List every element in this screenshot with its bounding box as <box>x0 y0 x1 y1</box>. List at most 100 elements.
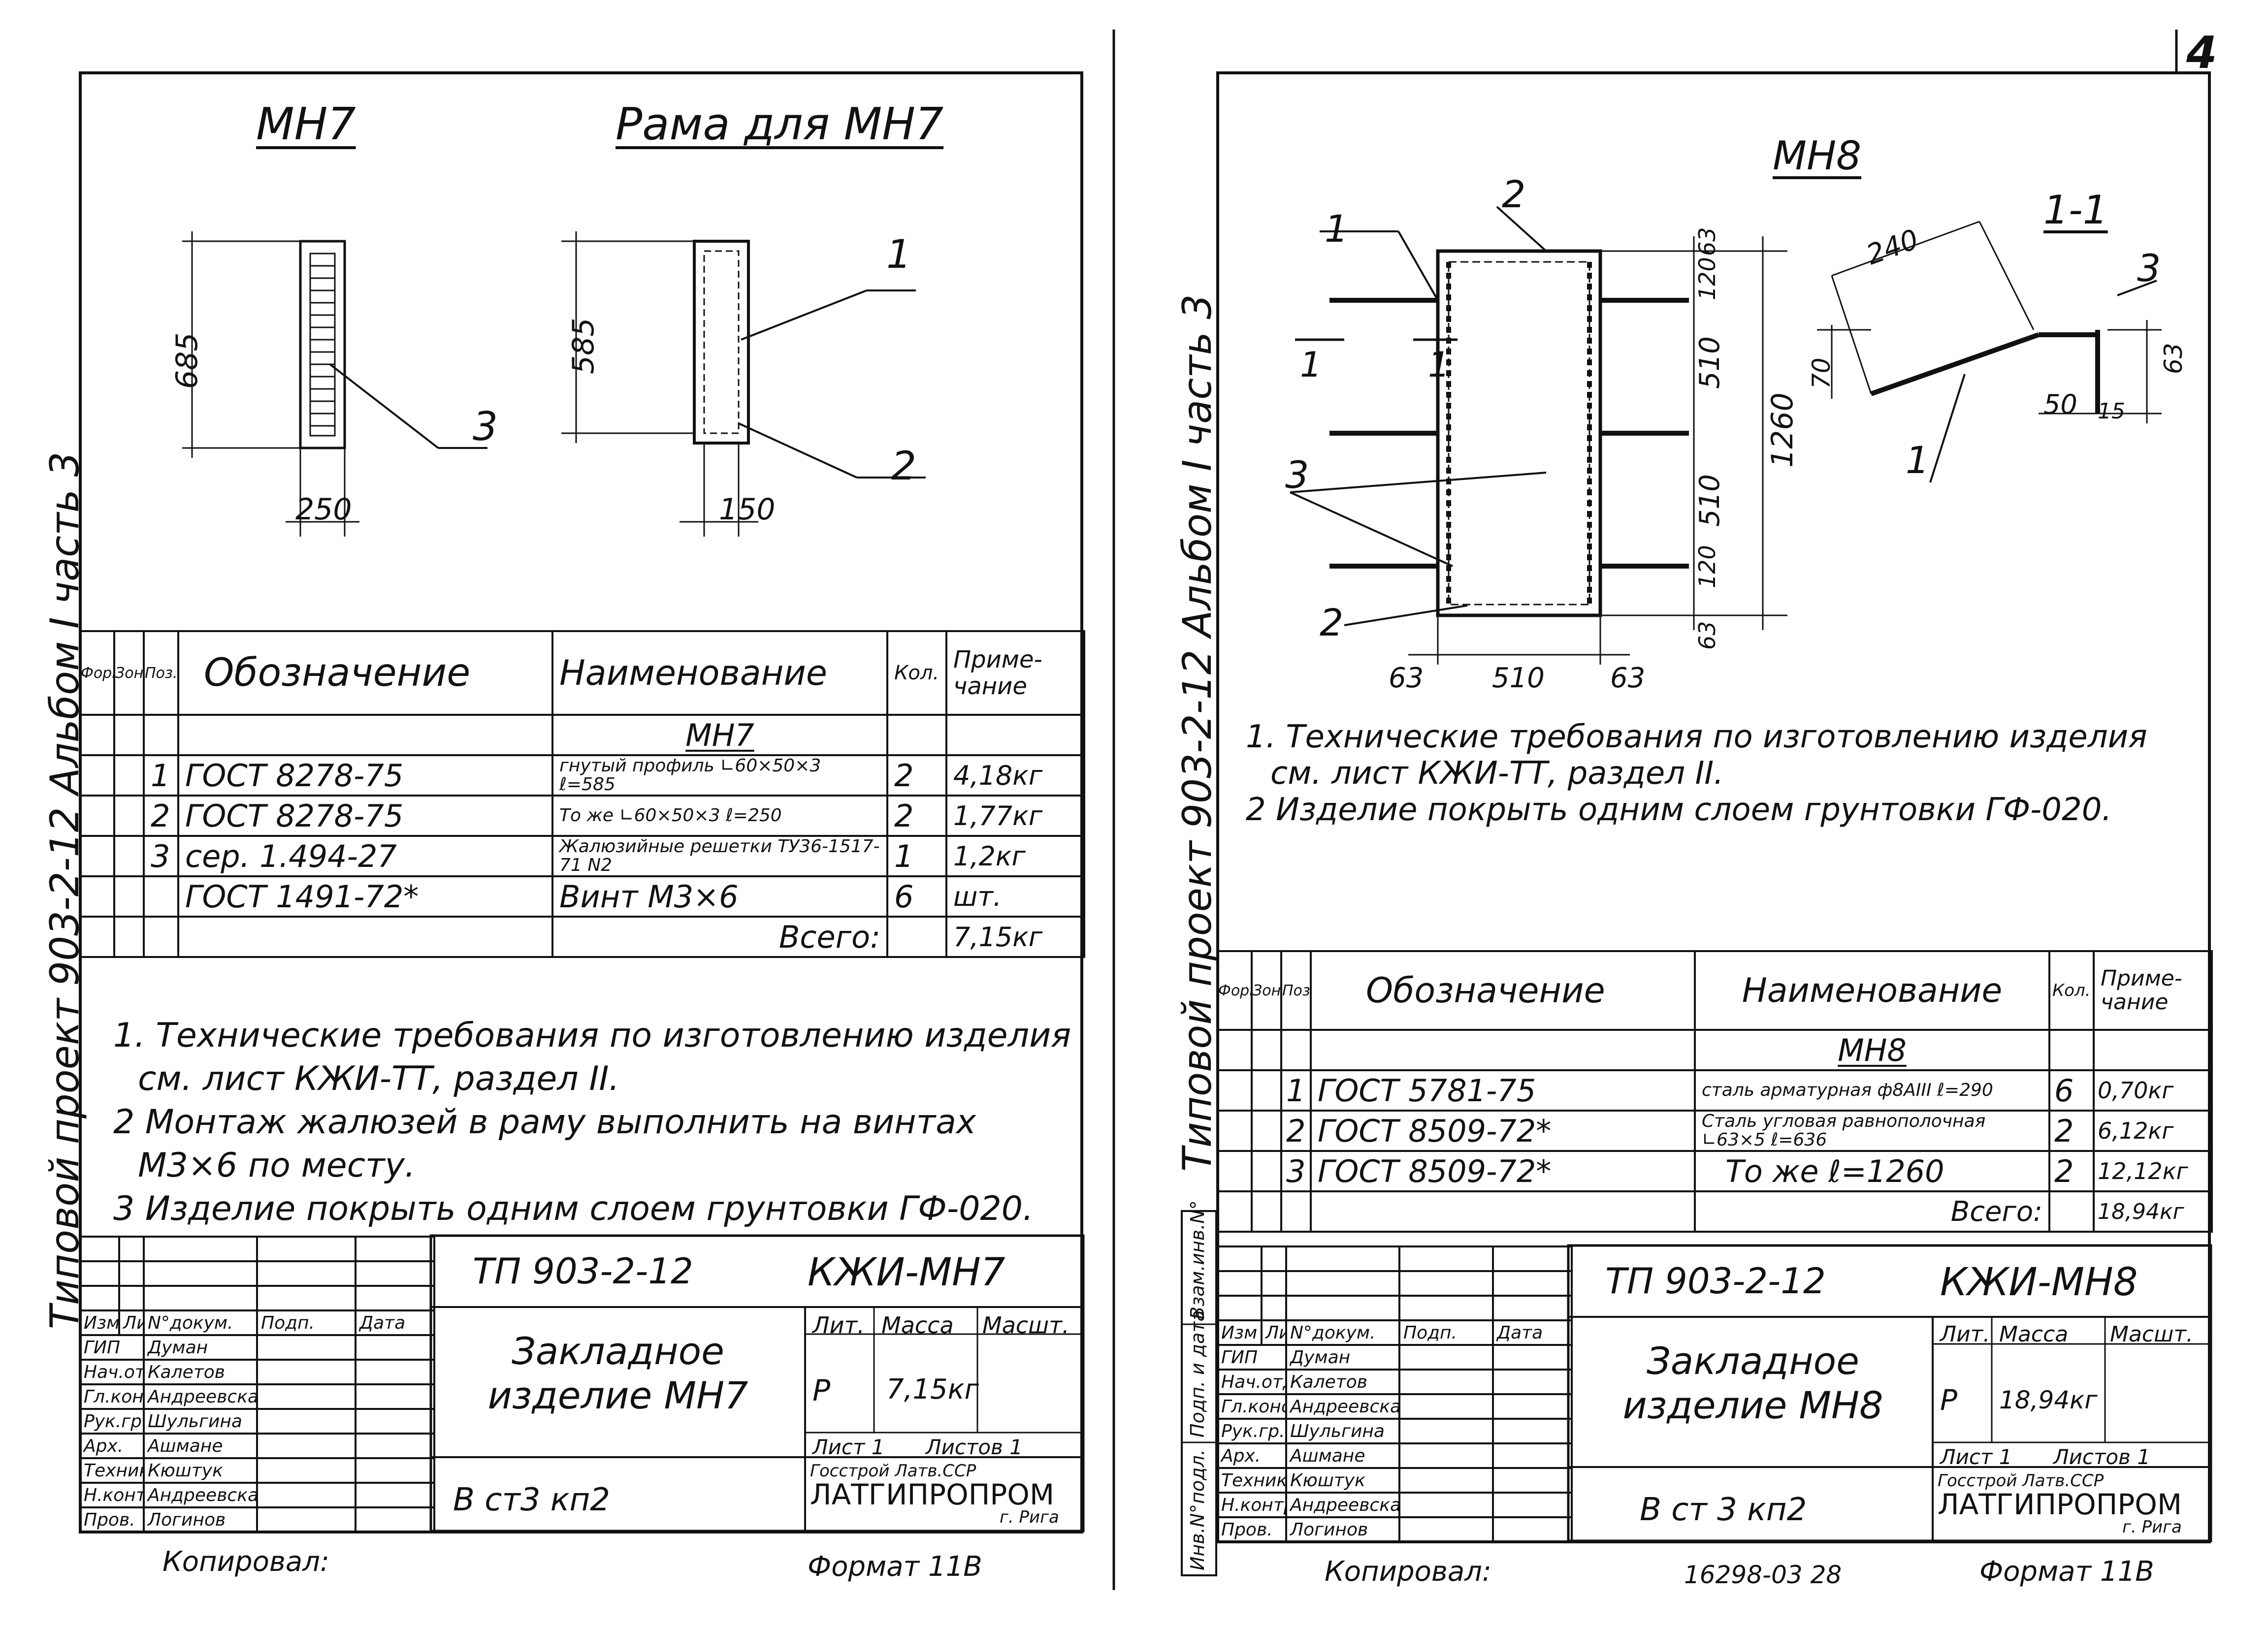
people-row: Н.контр.Андреевская <box>1216 1492 1573 1518</box>
row-note: 0,70кг <box>2093 1069 2213 1112</box>
section-callout-3: 3 <box>2137 246 2161 290</box>
mn8-callout-1: 1 <box>1325 207 1349 251</box>
right-city: г. Рига <box>2122 1517 2182 1537</box>
row-name: Жалюзийные решетки ТУ36-1517-71 N2 <box>551 835 888 877</box>
table-row-total: Всего: 18,94кг <box>1216 1190 2213 1233</box>
table-row: 3 ГОСТ 8509-72* То же ℓ=1260 2 12,12кг <box>1216 1150 2213 1192</box>
row-pos: 1 <box>143 754 179 797</box>
left-project-code: ТП 903-2-12 <box>473 1250 693 1292</box>
header-designation: Обозначение <box>177 630 553 716</box>
right-item-name: Закладное изделие МН8 <box>1622 1339 1883 1427</box>
people-row: Нач.отд.Калетов <box>79 1359 435 1385</box>
left-sheets-total: Листов 1 <box>926 1435 1023 1459</box>
mn7-title: МН7 <box>256 98 356 150</box>
right-spec-table: Формат Зона Поз. Обозначение Наименовани… <box>1216 950 2213 1233</box>
section-label: МН7 <box>551 714 888 756</box>
people-row: Пров.Логинов <box>1216 1516 1573 1543</box>
mn8-callout-3: 3 <box>1285 453 1309 497</box>
right-sheet-num: Лист 1 <box>1940 1445 2012 1469</box>
row-note: 12,12кг <box>2093 1150 2213 1192</box>
people-row: Пров.Логинов <box>79 1506 435 1533</box>
right-org2: ЛАТГИПРОПРОМ <box>1938 1488 2182 1521</box>
page-marker: 4 <box>2186 27 2217 79</box>
side-label-sign: Подп. и дата <box>1187 1310 1208 1437</box>
header-name: Наименование <box>1694 950 2050 1031</box>
people-row: Гл.конст.Андреевская <box>79 1383 435 1410</box>
table-row: 2 ГОСТ 8509-72* Сталь угловая равнополоч… <box>1216 1110 2213 1152</box>
header-zone: Зона <box>113 630 145 716</box>
left-sheet-num: Лист 1 <box>812 1435 885 1459</box>
table-row: 1 ГОСТ 5781-75 сталь арматурная ф8АIII ℓ… <box>1216 1069 2213 1112</box>
header-qty: Кол. <box>2048 950 2095 1031</box>
col-header: Лист <box>118 1309 145 1336</box>
row-qty: 2 <box>886 754 947 797</box>
row-qty: 2 <box>2048 1110 2095 1152</box>
frame-title: Рама для МН7 <box>616 98 944 150</box>
left-org2: ЛАТГИПРОПРОМ <box>810 1478 1055 1511</box>
row-designation: ГОСТ 1491-72* <box>177 875 553 918</box>
row-qty: 2 <box>2048 1150 2095 1192</box>
table-row-total: Всего: 7,15кг <box>79 916 1085 958</box>
section-dim-15: 15 <box>2098 399 2125 424</box>
table-row: ГОСТ 1491-72* Винт М3×6 6 шт. <box>79 875 1085 918</box>
total-value: 18,94кг <box>2093 1190 2213 1233</box>
row-pos: 1 <box>1280 1069 1312 1112</box>
dim-bottom-left: 63 <box>1389 662 1424 694</box>
right-mass-value: 18,94кг <box>1999 1386 2098 1414</box>
note-line: 3 Изделие покрыть одним слоем грунтовки … <box>113 1189 1034 1228</box>
total-label: Всего: <box>551 916 888 958</box>
row-designation: ГОСТ 8509-72* <box>1310 1150 1696 1192</box>
left-org1: Госстрой Латв.ССР <box>810 1461 976 1481</box>
row-designation: ГОСТ 8509-72* <box>1310 1110 1696 1152</box>
mn7-dim-height: 685 <box>170 332 204 389</box>
header-format: Формат <box>1216 950 1253 1031</box>
header-name: Наименование <box>551 630 888 716</box>
left-title-block-frame <box>429 1234 1085 1532</box>
section-dim-50: 50 <box>2043 389 2077 420</box>
row-pos: 2 <box>143 795 179 837</box>
row-name: То же ℓ=1260 <box>1694 1150 2050 1192</box>
left-lit-value: Р <box>812 1373 831 1408</box>
right-lit: Лит. <box>1940 1322 1990 1347</box>
row-name: гнутый профиль ∟60×50×3 ℓ=585 <box>551 754 888 797</box>
mn8-section-mark-right: 1 <box>1428 345 1450 385</box>
col-header: N°докум. <box>1285 1319 1400 1346</box>
section-callout-1: 1 <box>1906 438 1930 482</box>
right-format: Формат 11В <box>1979 1556 2154 1588</box>
table-row: МН7 <box>79 714 1085 756</box>
note-line: 1. Технические требования по изготовлени… <box>1246 719 2147 755</box>
mn8-section-mark-left: 1 <box>1300 345 1322 385</box>
header-pos: Поз. <box>1280 950 1312 1031</box>
row-name: Сталь угловая равнополочная ∟63×5 ℓ=636 <box>1694 1110 2050 1152</box>
dim-top: 63 <box>1694 227 1720 256</box>
row-qty: 6 <box>2048 1069 2095 1112</box>
table-row: МН8 <box>1216 1029 2213 1071</box>
col-header: Подп. <box>1398 1319 1494 1346</box>
dim-510a: 510 <box>1694 336 1726 389</box>
section-label: МН8 <box>1694 1029 2050 1071</box>
note-line: 2 Изделие покрыть одним слоем грунтовки … <box>1246 792 2112 828</box>
col-header: Изм <box>79 1309 120 1336</box>
section-drawing <box>1817 221 2162 483</box>
row-pos: 3 <box>1280 1150 1312 1192</box>
col-header: Дата <box>1492 1319 1573 1346</box>
dim-120b: 120 <box>1694 545 1720 588</box>
right-material: В ст 3 кп2 <box>1640 1492 1807 1528</box>
table-row: 2 ГОСТ 8278-75 То же ∟60×50×3 ℓ=250 2 1,… <box>79 795 1085 837</box>
mn8-title: МН8 <box>1773 133 1862 179</box>
people-row: Н.контр.Андреевская <box>79 1482 435 1508</box>
right-archive: 16298-03 28 <box>1684 1561 1842 1589</box>
right-mass: Масса <box>1999 1322 2069 1347</box>
right-org1: Госстрой Латв.ССР <box>1938 1471 2104 1491</box>
header-pos: Поз. <box>143 630 179 716</box>
dim-bottom: 63 <box>1694 621 1720 650</box>
col-header: Изм <box>1216 1319 1263 1346</box>
left-lit: Лит. <box>812 1312 865 1339</box>
frame-dim-width: 150 <box>719 492 776 527</box>
frame-drawing <box>561 231 926 537</box>
left-mass-value: 7,15кг <box>886 1373 979 1405</box>
